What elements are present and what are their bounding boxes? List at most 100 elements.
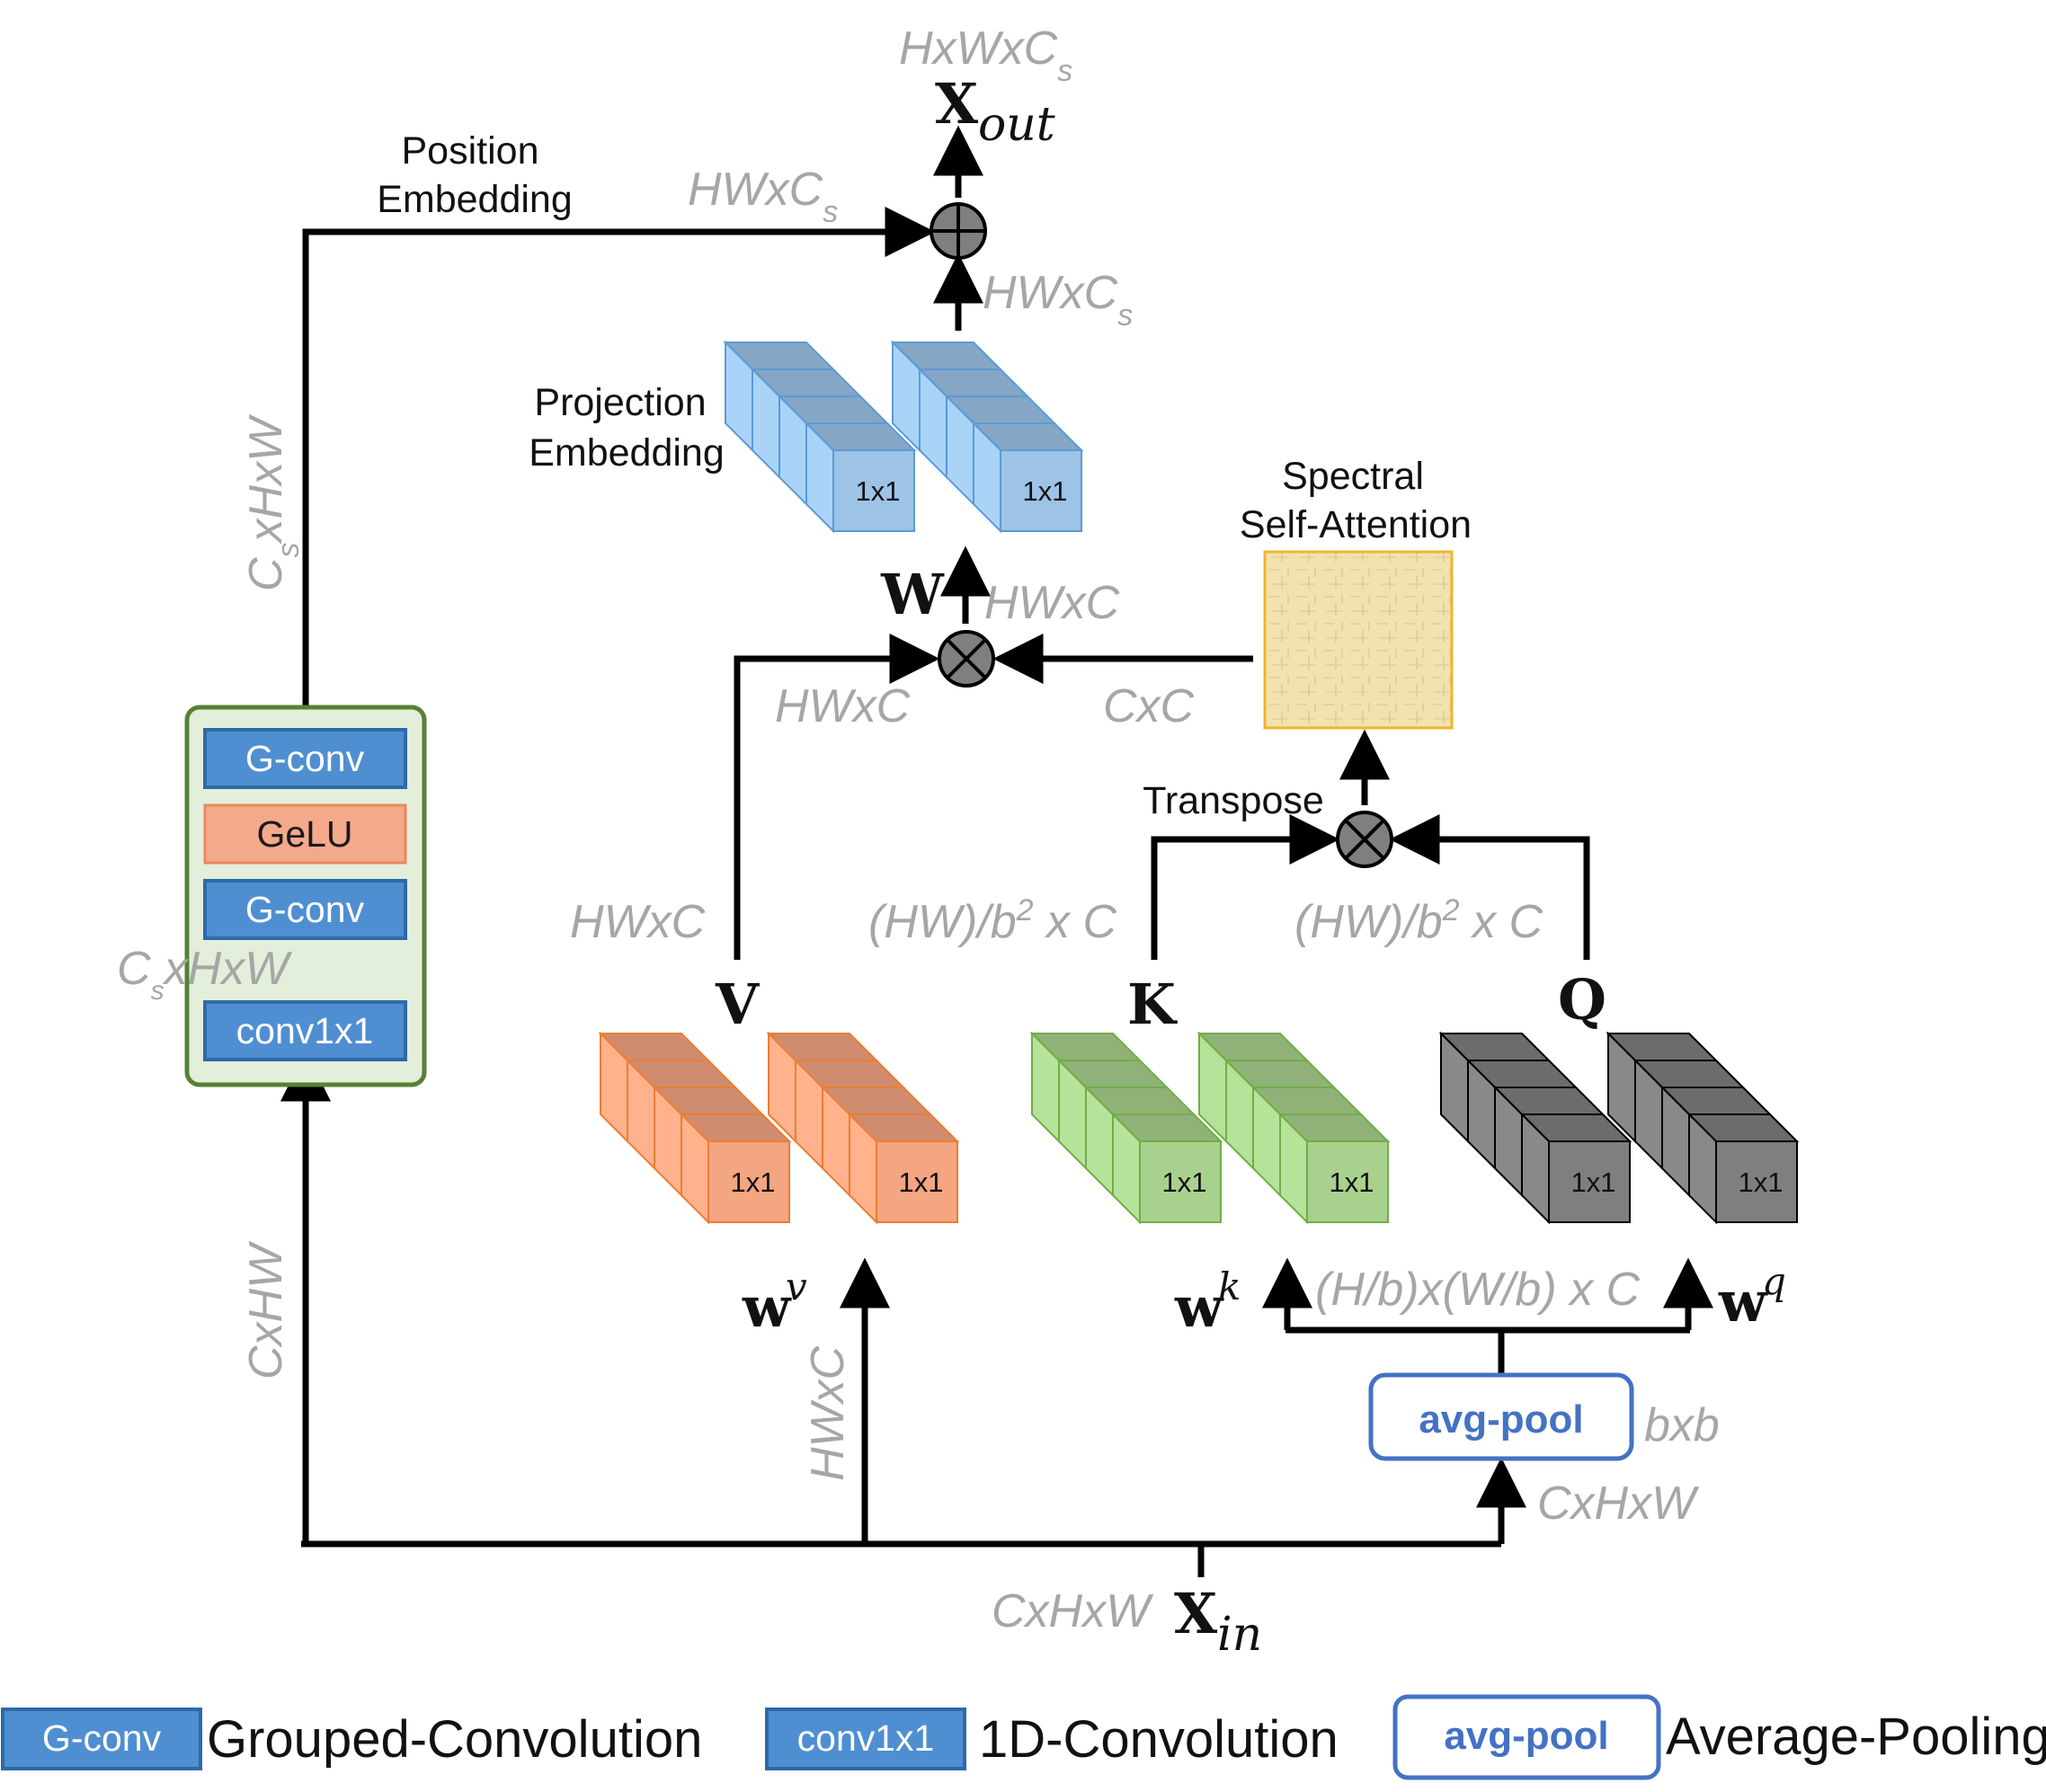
v-label: V bbox=[715, 971, 760, 1037]
svg-text:X: X bbox=[1174, 1581, 1218, 1646]
multiply-operator-attention bbox=[1336, 811, 1393, 868]
legend-avgpool-text: Average-Pooling bbox=[1666, 1708, 2046, 1766]
cube-1x1-label: 1x1 bbox=[731, 1167, 776, 1198]
conv1x1-box bbox=[203, 1000, 407, 1061]
x-out-label: X out bbox=[935, 71, 1055, 152]
wq-label: w q bbox=[1718, 1259, 1786, 1335]
avg-pool-label: avg-pool bbox=[1419, 1397, 1583, 1442]
dim-hwcs-left: HWxCs bbox=[688, 164, 838, 229]
legend: G-conv Grouped-Convolution conv1x1 1D-Co… bbox=[1, 1694, 2046, 1780]
cube-groups: 1x1 1x1 1x1 1x1 1x1 1x1 1x1 1x1 bbox=[598, 340, 1800, 1225]
position-embedding-line1: Position bbox=[402, 129, 539, 173]
projection-embedding-line2: Embedding bbox=[529, 431, 725, 475]
cube-1x1-label: 1x1 bbox=[1739, 1167, 1784, 1198]
cube-front-face bbox=[1548, 1140, 1631, 1223]
dim-hwcs-top: HxWxCs bbox=[899, 22, 1072, 88]
dim-hb-wb: (H/b)x(W/b) x C bbox=[1315, 1264, 1641, 1316]
wk-cubes-2: 1x1 bbox=[1196, 1031, 1391, 1225]
cube-front-face bbox=[1715, 1140, 1798, 1223]
avg-pool-box bbox=[1368, 1372, 1634, 1461]
dim-hwcs-right: HWxCs bbox=[983, 267, 1133, 333]
gconv-top-box bbox=[203, 728, 407, 789]
legend-gconv-text: Grouped-Convolution bbox=[207, 1710, 702, 1769]
dim-hwb-q: (HW)/b2 x C bbox=[1294, 893, 1543, 948]
cube-1x1-label: 1x1 bbox=[1162, 1167, 1207, 1198]
gconv-top-label: G-conv bbox=[245, 738, 365, 779]
position-embedding-line bbox=[302, 207, 936, 730]
connections bbox=[280, 125, 1713, 1577]
dim-cs-hxw-block: CsxHxW bbox=[117, 943, 293, 1006]
legend-avgpool-label: avg-pool bbox=[1444, 1714, 1608, 1758]
cube-1x1-label: 1x1 bbox=[1023, 475, 1068, 507]
dim-cs-hxw-vertical: CsxHxW bbox=[240, 413, 306, 591]
cube-front-face bbox=[1306, 1140, 1389, 1223]
gconv-bottom-label: G-conv bbox=[245, 889, 365, 930]
dim-bxb: bxb bbox=[1644, 1399, 1720, 1451]
projection-cubes-1: 1x1 bbox=[723, 340, 917, 534]
dim-cxhxw-pool: CxHxW bbox=[1537, 1477, 1700, 1530]
dim-cxhxw-in: CxHxW bbox=[992, 1585, 1154, 1637]
projection-embedding-line1: Projection bbox=[534, 381, 706, 424]
legend-conv1x1-text: 1D-Convolution bbox=[979, 1710, 1339, 1769]
cube-front-face bbox=[1000, 449, 1082, 532]
svg-text:v: v bbox=[786, 1264, 807, 1309]
svg-text:q: q bbox=[1762, 1259, 1786, 1303]
q-to-mult bbox=[1389, 814, 1590, 960]
legend-conv1x1-box bbox=[765, 1708, 966, 1770]
legend-conv1x1-label: conv1x1 bbox=[797, 1717, 935, 1759]
spectral-self-attention-line1: Spectral bbox=[1282, 455, 1424, 498]
cube-front-face bbox=[707, 1140, 790, 1223]
svg-text:in: in bbox=[1217, 1608, 1262, 1662]
cube-front-face bbox=[1139, 1140, 1222, 1223]
conv1x1-label: conv1x1 bbox=[236, 1010, 374, 1051]
dim-cxhw-vertical: CxHW bbox=[240, 1240, 292, 1379]
q-label: Q bbox=[1558, 967, 1606, 1033]
cube-front-face bbox=[832, 449, 915, 532]
projection-cubes-2: 1x1 bbox=[890, 340, 1084, 534]
cube-1x1-label: 1x1 bbox=[899, 1167, 944, 1198]
svg-text:X: X bbox=[935, 71, 979, 137]
x-in-label: X in bbox=[1174, 1581, 1262, 1662]
dim-cxc: CxC bbox=[1103, 680, 1195, 732]
w-label: W bbox=[880, 562, 945, 627]
svg-text:w: w bbox=[1718, 1269, 1768, 1335]
cube-1x1-label: 1x1 bbox=[856, 475, 901, 507]
dim-hwc-left-mul: HWxC bbox=[775, 680, 911, 732]
svg-text:w: w bbox=[1174, 1274, 1224, 1340]
cube-1x1-label: 1x1 bbox=[1571, 1167, 1616, 1198]
add-operator bbox=[930, 202, 987, 260]
gconv-bottom-box bbox=[203, 879, 407, 940]
v-to-mult bbox=[734, 634, 940, 960]
gelu-label: GeLU bbox=[256, 813, 352, 855]
svg-text:k: k bbox=[1218, 1264, 1241, 1309]
spectral-attention-map bbox=[1263, 550, 1454, 730]
dim-hwxc-vertical: HWxC bbox=[802, 1345, 854, 1481]
wv-cubes-2: 1x1 bbox=[766, 1031, 960, 1225]
gelu-box bbox=[203, 803, 407, 865]
k-to-mult bbox=[1151, 814, 1340, 960]
transpose-label: Transpose bbox=[1143, 779, 1324, 822]
cube-1x1-label: 1x1 bbox=[1330, 1167, 1374, 1198]
wq-cubes-2: 1x1 bbox=[1606, 1031, 1800, 1225]
spectral-self-attention-line2: Self-Attention bbox=[1240, 503, 1472, 546]
wq-cubes-1: 1x1 bbox=[1438, 1031, 1632, 1225]
legend-avgpool-box bbox=[1392, 1694, 1661, 1780]
svg-text:out: out bbox=[978, 98, 1055, 152]
conv-block: G-conv GeLU G-conv conv1x1 CsxHxW bbox=[117, 705, 427, 1087]
k-label: K bbox=[1127, 971, 1178, 1037]
cube-front-face bbox=[876, 1140, 958, 1223]
multiply-operator-top bbox=[938, 630, 995, 688]
dim-hwc-v: HWxC bbox=[570, 896, 706, 948]
wv-label: w v bbox=[742, 1264, 807, 1340]
dim-hwc-w: HWxC bbox=[984, 577, 1120, 629]
wk-label: w k bbox=[1174, 1264, 1241, 1340]
legend-gconv-label: G-conv bbox=[42, 1717, 162, 1759]
wk-cubes-1: 1x1 bbox=[1029, 1031, 1223, 1225]
position-embedding-line2: Embedding bbox=[377, 178, 573, 221]
svg-text:w: w bbox=[742, 1274, 792, 1340]
dim-hwb-k: (HW)/b2 x C bbox=[868, 893, 1116, 948]
wv-cubes-1: 1x1 bbox=[598, 1031, 792, 1225]
legend-gconv-box bbox=[1, 1708, 202, 1770]
